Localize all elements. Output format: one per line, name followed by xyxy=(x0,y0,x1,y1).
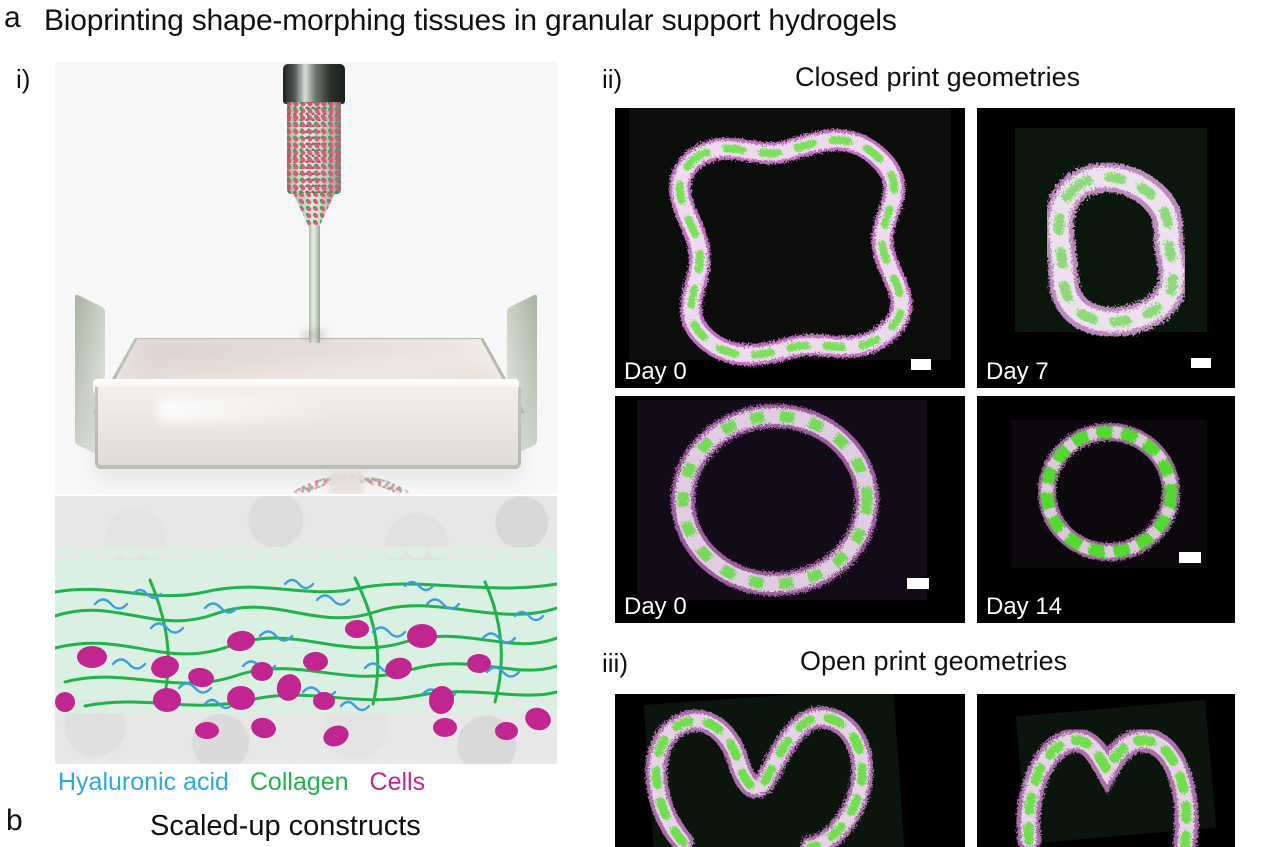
cell xyxy=(382,654,415,683)
tile-caption: Day 0 xyxy=(624,593,687,620)
micrograph-open-heart xyxy=(615,694,965,847)
scale-bar xyxy=(1191,358,1211,368)
cell xyxy=(195,722,219,739)
support-bath-dish xyxy=(71,237,541,494)
compacted-ring-construct xyxy=(1038,423,1180,561)
cell xyxy=(433,718,457,737)
cell xyxy=(522,704,554,734)
scale-bar xyxy=(911,359,931,370)
hydrogel-schematic xyxy=(55,496,557,764)
cell xyxy=(467,654,491,673)
cell xyxy=(495,722,518,740)
cell xyxy=(426,683,457,717)
cell xyxy=(225,629,257,653)
scale-bar xyxy=(1179,552,1201,563)
cell xyxy=(149,653,181,681)
cell xyxy=(248,715,279,741)
dish-gloss-highlight xyxy=(158,397,338,423)
scaled-up-constructs-heading: Scaled-up constructs xyxy=(150,810,421,842)
cell xyxy=(227,686,255,710)
legend-hyaluronic-acid: Hyaluronic acid xyxy=(58,768,229,796)
schematic-legend: Hyaluronic acid Collagen Cells xyxy=(58,770,439,795)
cell xyxy=(320,721,352,751)
needle-shadow xyxy=(301,330,327,340)
cell xyxy=(345,620,369,638)
cell xyxy=(273,670,305,705)
micrograph-ring-day0: Day 0 xyxy=(615,396,965,623)
syringe-needle xyxy=(309,225,320,343)
panel-label-iii: iii) xyxy=(602,648,628,678)
figure-title: Bioprinting shape-morphing tissues in gr… xyxy=(44,4,897,37)
printed-filament-band xyxy=(55,547,557,700)
ring-open-gap xyxy=(329,473,363,494)
panel-label-ii: ii) xyxy=(602,64,623,94)
syringe-cone xyxy=(293,193,335,227)
bioprinting-render xyxy=(55,62,557,494)
contracted-closed-construct xyxy=(1043,162,1189,337)
open-geometries-heading: Open print geometries xyxy=(800,646,1068,676)
tile-caption: Day 7 xyxy=(986,358,1049,385)
syringe-cap xyxy=(283,64,345,104)
panel-letter-b: b xyxy=(6,804,23,837)
render-stage xyxy=(55,62,557,494)
cell xyxy=(313,692,335,710)
tile-caption: Day 0 xyxy=(624,358,687,385)
open-heart-construct xyxy=(645,706,874,847)
micrograph-closed-cross-day0: Day 0 xyxy=(615,108,965,388)
cell-population xyxy=(55,496,557,764)
open-arch-construct xyxy=(1016,728,1199,847)
cell xyxy=(153,688,181,712)
micrograph-open-arch xyxy=(977,694,1235,847)
panel-letter-a: a xyxy=(4,1,21,34)
micrograph-closed-cross-day7: Day 7 xyxy=(977,108,1235,388)
cell xyxy=(303,652,328,671)
closed-geometries-heading: Closed print geometries xyxy=(795,62,1081,92)
legend-collagen: Collagen xyxy=(249,768,349,796)
panel-label-i: i) xyxy=(16,64,31,94)
scale-bar xyxy=(907,578,929,589)
cell xyxy=(251,662,273,681)
cell xyxy=(55,692,75,712)
cell xyxy=(407,624,437,648)
tile-caption: Day 14 xyxy=(986,593,1063,620)
ring-construct xyxy=(671,404,879,596)
micrograph-ring-day14: Day 14 xyxy=(977,396,1235,623)
closed-cross-construct xyxy=(669,129,913,366)
dish-front-wall xyxy=(95,387,521,469)
cell xyxy=(77,646,107,668)
syringe-barrel-bioink xyxy=(287,102,341,194)
cell xyxy=(186,665,216,690)
legend-cells: Cells xyxy=(369,768,426,796)
